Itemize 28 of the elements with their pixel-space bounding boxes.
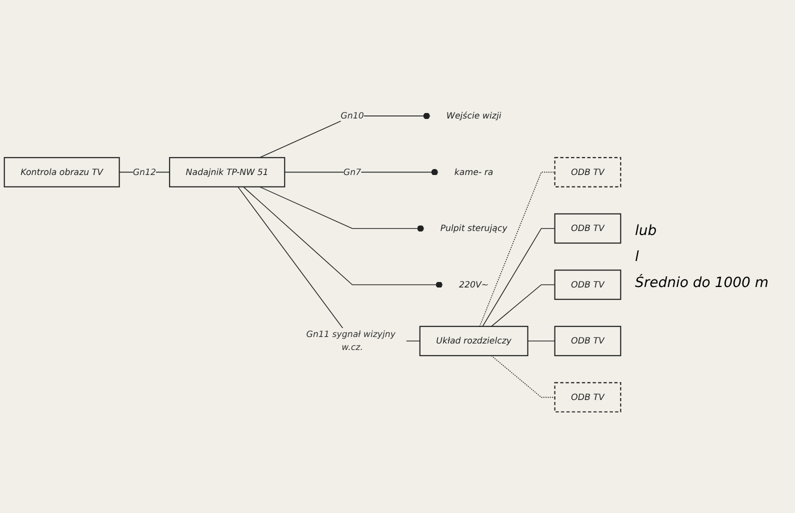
node-text: Pulpit sterujący: [440, 222, 508, 234]
connector: [490, 284, 556, 327]
connector: [527, 340, 556, 342]
node-box: Układ rozdzielczy: [419, 326, 528, 356]
connector: [479, 172, 556, 327]
edge-label: Gn11 sygnał wizyjny w.cz.: [306, 329, 396, 352]
node-text: kame- ra: [454, 166, 494, 177]
node-box: Nadajnik TP-NW 51: [169, 156, 286, 188]
connector: [259, 186, 424, 232]
connector: [284, 168, 439, 176]
edge-label: Gn12: [132, 166, 156, 177]
edge-label: Gn10: [340, 110, 364, 121]
node-box: ODB TV: [554, 269, 622, 300]
note-label: Średnio do 1000 m: [635, 274, 770, 290]
node-box: ODB TV: [554, 326, 622, 356]
node-box: Kontrola obrazu TV: [4, 156, 120, 188]
note-label: l: [635, 248, 640, 264]
node-box: ODB TV: [554, 213, 622, 244]
connector: [482, 228, 556, 327]
note-label: lub: [635, 222, 658, 238]
node-box: ODB TV: [554, 382, 622, 412]
edge-label: Gn7: [343, 166, 362, 177]
connector: [242, 186, 444, 288]
node-box: ODB TV: [554, 156, 622, 188]
connector: [490, 355, 556, 398]
connector: [259, 112, 431, 158]
node-text: Wejście wizji: [446, 110, 502, 121]
node-text: 220V~: [458, 279, 489, 290]
